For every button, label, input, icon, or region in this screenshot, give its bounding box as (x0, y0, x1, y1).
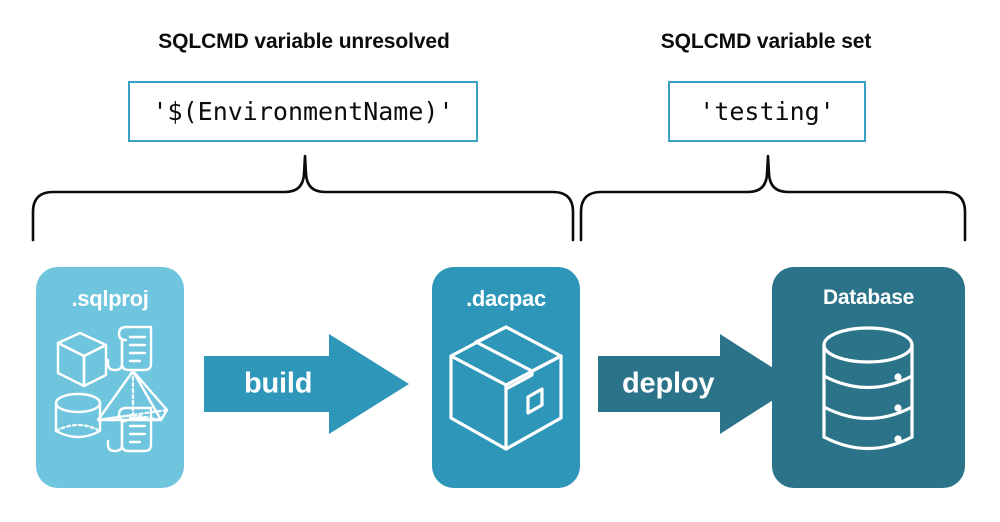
project-objects-icon (36, 315, 184, 460)
caption-sqlcmd-variable-set: SQLCMD variable set (660, 30, 872, 53)
brace-layer (31, 154, 967, 242)
code-box-testing: 'testing' (668, 81, 866, 142)
pyramid-icon (96, 369, 169, 422)
stage-label-sqlproj: .sqlproj (71, 286, 149, 311)
stage-card-database: Database (772, 267, 965, 488)
code-box-environment-name: '$(EnvironmentName)' (128, 81, 478, 142)
cylinder-icon (54, 392, 102, 439)
database-cylinder-icon (772, 315, 965, 470)
caption-sqlcmd-variable-unresolved: SQLCMD variable unresolved (158, 30, 450, 53)
script-scroll-icon-top (106, 325, 153, 372)
stage-label-database: Database (823, 286, 914, 309)
arrow-label-build: build (244, 367, 313, 400)
arrow-label-deploy: deploy (622, 367, 715, 400)
stage-card-dacpac: .dacpac (432, 267, 580, 488)
stage-label-dacpac: .dacpac (466, 286, 546, 311)
curly-brace-up-icon-right (579, 154, 967, 242)
cube-icon (56, 331, 108, 388)
script-scroll-icon-bottom (106, 406, 153, 453)
curly-brace-up-icon-left (31, 154, 575, 242)
arrow-right-icon-build (204, 334, 409, 434)
package-box-icon (432, 315, 580, 470)
arrow-right-icon-deploy (598, 334, 798, 434)
arrow-deploy: deploy (598, 330, 798, 438)
arrow-build: build (204, 330, 409, 438)
stage-card-sqlproj: .sqlproj (36, 267, 184, 488)
